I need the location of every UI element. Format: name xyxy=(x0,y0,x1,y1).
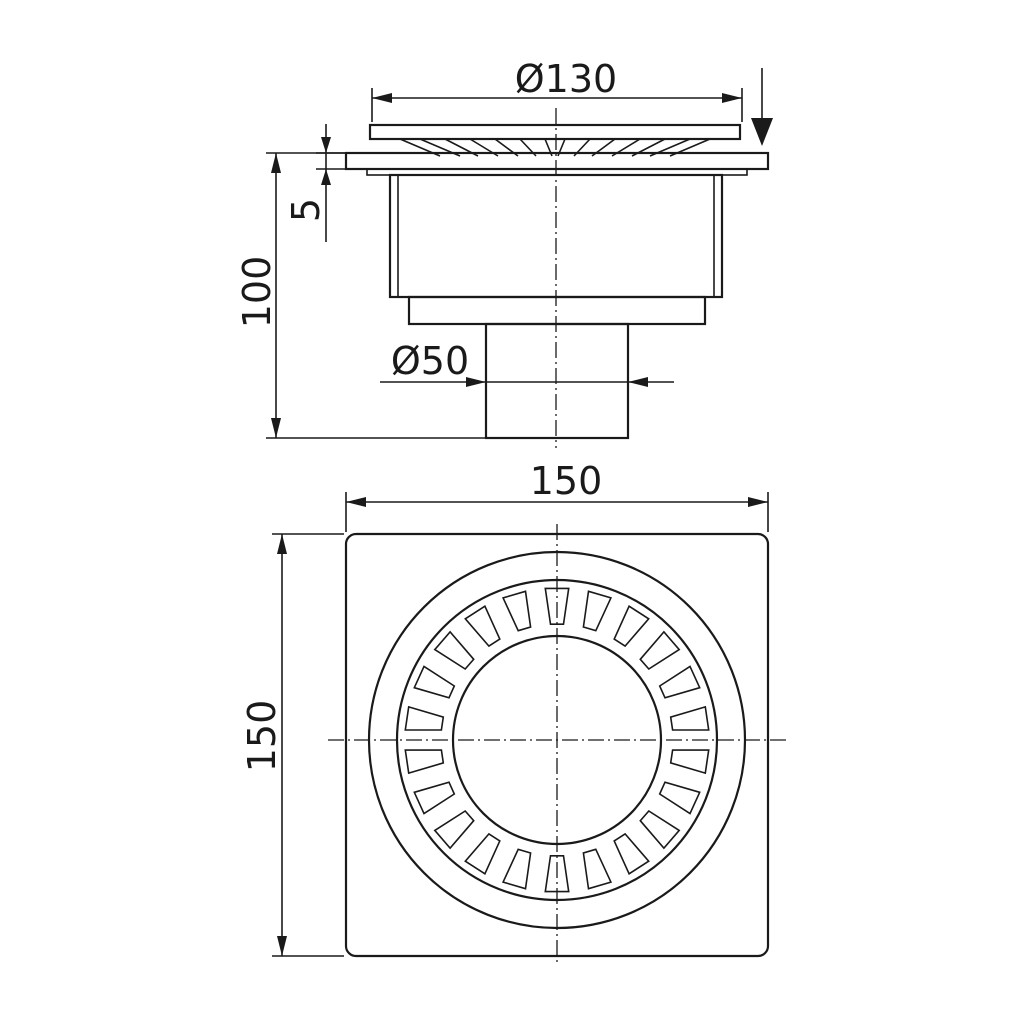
dim-label-total-height: 100 xyxy=(235,256,279,329)
dim-arrow xyxy=(271,418,281,438)
dim-arrow xyxy=(271,153,281,173)
grate-slots xyxy=(404,587,710,893)
dim-arrow xyxy=(466,377,486,387)
dim-label-outlet-diameter: Ø50 xyxy=(391,339,469,383)
grate-slot xyxy=(413,665,456,699)
grate-slot xyxy=(639,809,681,850)
dim-label-step-height: 5 xyxy=(284,198,328,222)
grate-slot xyxy=(413,781,456,815)
frame-flange xyxy=(344,151,770,171)
dim-arrow xyxy=(722,93,742,103)
dim-label-frame-width: 150 xyxy=(530,459,603,503)
grate-slot xyxy=(404,705,445,731)
grate-slot xyxy=(433,809,475,850)
dim-arrow xyxy=(277,534,287,554)
grate-slot xyxy=(464,605,501,648)
dim-label-frame-height: 150 xyxy=(240,700,284,773)
outlet-pipe xyxy=(484,322,630,440)
grate-slot xyxy=(639,630,681,671)
drain-collar xyxy=(407,295,707,326)
grate-plate xyxy=(368,123,742,141)
side-view: Ø130 5 100 Ø50 xyxy=(235,57,773,448)
grate-slot xyxy=(433,630,475,671)
grate-slot xyxy=(658,781,701,815)
dim-label-grate-diameter: Ø130 xyxy=(515,57,617,101)
grate-slot xyxy=(501,848,532,890)
top-view: 150 150 xyxy=(240,459,786,966)
grate-slot xyxy=(544,587,570,626)
grate-slot xyxy=(464,832,501,875)
dim-arrow xyxy=(321,169,331,185)
dim-arrow xyxy=(346,497,366,507)
grate-slot xyxy=(613,605,650,648)
dim-arrow xyxy=(321,137,331,153)
grate-slot xyxy=(582,590,613,632)
grate-slot xyxy=(404,749,445,775)
grate-slot xyxy=(658,665,701,699)
grate-slot xyxy=(669,705,710,731)
dim-arrow xyxy=(372,93,392,103)
dim-arrow xyxy=(748,497,768,507)
arrow-down-icon xyxy=(751,68,773,146)
dim-arrow xyxy=(277,936,287,956)
grate-slot xyxy=(582,848,613,890)
grate-slot xyxy=(669,749,710,775)
dim-arrow xyxy=(628,377,648,387)
grate-slot xyxy=(544,854,570,893)
grate-slot xyxy=(501,590,532,632)
grate-slots-side xyxy=(399,138,711,157)
grate-slot xyxy=(613,832,650,875)
